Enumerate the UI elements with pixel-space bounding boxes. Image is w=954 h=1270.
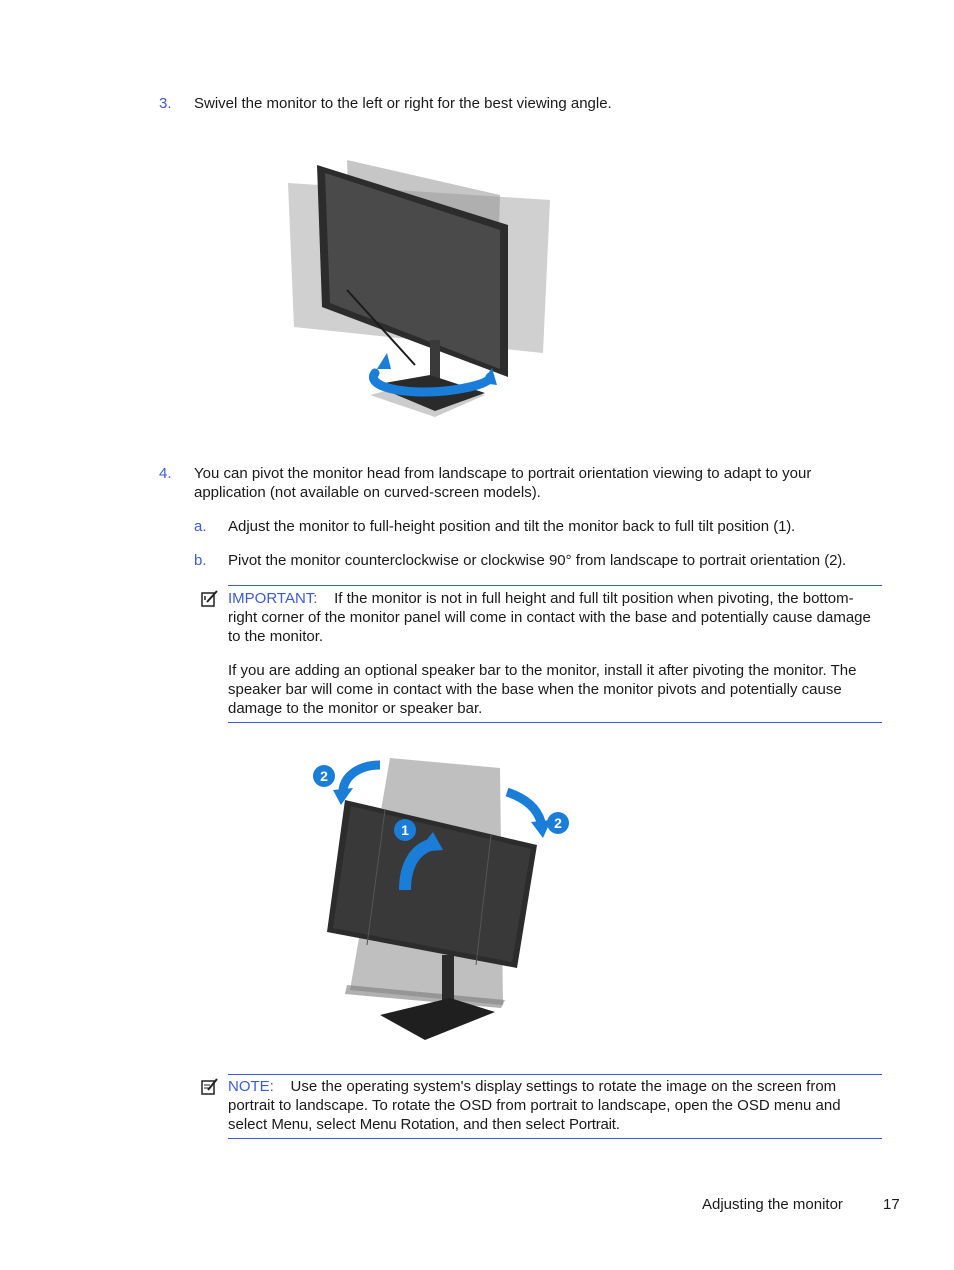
important-text-2: If you are adding an optional speaker ba…	[228, 662, 857, 717]
svg-text:1: 1	[401, 822, 409, 838]
substep-b-letter: b.	[194, 552, 207, 569]
note-icon	[201, 1078, 218, 1095]
svg-text:2: 2	[320, 768, 328, 784]
footer-page-number: 17	[883, 1196, 900, 1213]
note-text: NOTE: Use the operating system's display…	[228, 1078, 841, 1133]
note-bottom-rule	[228, 1138, 882, 1139]
callout-2-right: 2	[547, 812, 569, 834]
callout-2-left: 2	[313, 765, 335, 787]
note-top-rule	[228, 1074, 882, 1075]
footer-section-title: Adjusting the monitor	[702, 1196, 843, 1213]
pivot-illustration: 2 1 2	[313, 758, 569, 1040]
important-bottom-rule	[228, 722, 882, 723]
substep-b-text: Pivot the monitor counterclockwise or cl…	[228, 552, 847, 569]
substep-a-letter: a.	[194, 518, 207, 535]
substep-a-text: Adjust the monitor to full-height positi…	[228, 518, 796, 535]
step-3-number: 3.	[159, 95, 172, 112]
callout-1: 1	[394, 819, 416, 841]
step-4-number: 4.	[159, 465, 172, 482]
svg-text:2: 2	[554, 815, 562, 831]
step-4-text: You can pivot the monitor head from land…	[194, 465, 812, 501]
important-icon	[201, 590, 218, 607]
swivel-illustration	[288, 160, 550, 417]
important-top-rule	[228, 585, 882, 586]
step-3-text: Swivel the monitor to the left or right …	[194, 95, 612, 112]
important-text: IMPORTANT: If the monitor is not in full…	[228, 590, 871, 645]
